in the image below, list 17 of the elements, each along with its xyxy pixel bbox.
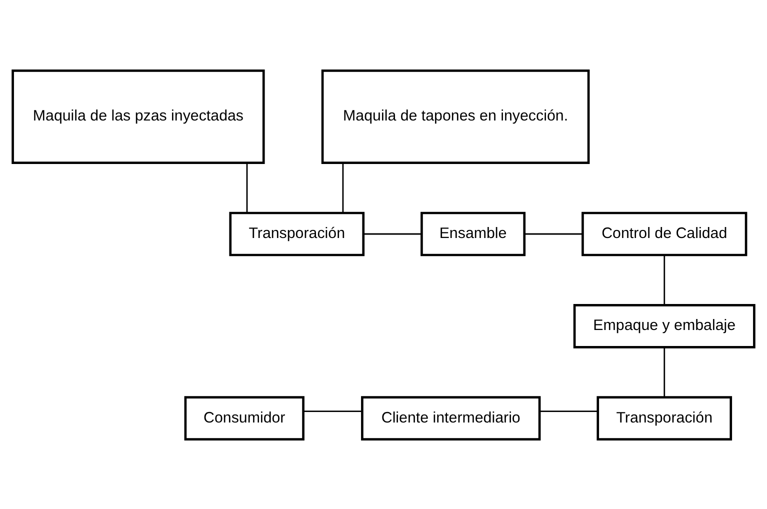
connector xyxy=(664,347,666,397)
connector xyxy=(540,410,598,412)
connector xyxy=(342,162,344,212)
node-box: Empaque y embalaje xyxy=(573,304,756,348)
connector xyxy=(246,162,248,212)
node-box: Transporación xyxy=(229,211,365,256)
node-box: Maquila de tapones en inyección. xyxy=(321,69,590,164)
node-box: Consumidor xyxy=(184,396,304,440)
connector xyxy=(363,232,422,234)
node-box: Maquila de las pzas inyectadas xyxy=(12,69,265,164)
connector xyxy=(664,254,666,304)
connector xyxy=(304,410,362,412)
connector xyxy=(524,232,583,234)
node-box: Transporación xyxy=(596,396,732,440)
node-box: Cliente intermediario xyxy=(361,396,541,440)
node-box: Control de Calidad xyxy=(582,211,748,256)
node-box: Ensamble xyxy=(420,211,526,256)
